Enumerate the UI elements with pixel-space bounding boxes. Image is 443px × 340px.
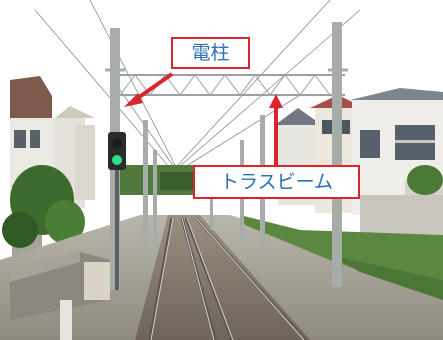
callout-arrows (124, 72, 283, 165)
truss-beam-label: トラスビーム (193, 165, 360, 199)
truss-beam-label-text: トラスビーム (219, 170, 334, 193)
pole-label: 電柱 (171, 37, 250, 69)
signal (108, 132, 126, 290)
trackside-cabinet (84, 262, 110, 300)
green-signal-light (112, 155, 122, 165)
track-bed (135, 215, 310, 340)
pole-arrow (133, 72, 174, 102)
right-houses (275, 88, 443, 240)
utility-pole-right (332, 22, 342, 287)
pole-label-text: 電柱 (191, 41, 230, 64)
trackside-marker (60, 300, 72, 340)
overhead-wires (34, 0, 361, 171)
